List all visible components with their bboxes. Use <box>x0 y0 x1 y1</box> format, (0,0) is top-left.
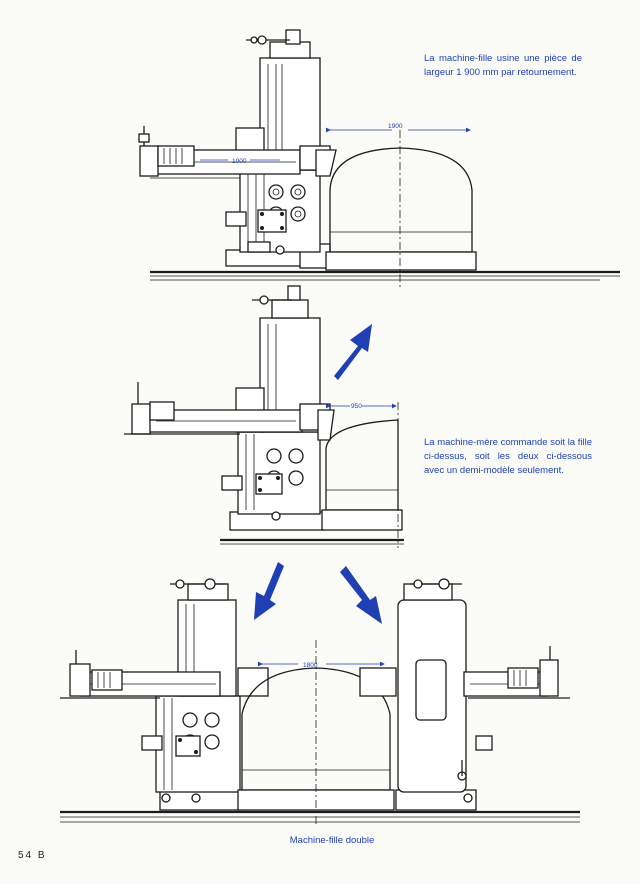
dimension-950: 950 <box>351 403 362 410</box>
blue-arrow-down-right-icon <box>340 566 382 624</box>
dimension-1800: 1800 <box>303 662 318 669</box>
figure-top-machine: 1900 1000 <box>138 29 620 290</box>
page-number: 54 B <box>18 850 47 861</box>
blue-arrow-down-left-icon <box>254 562 284 620</box>
caption-middle: La machine-mère commande soit la fille c… <box>424 437 592 476</box>
blue-arrow-up-right-icon <box>334 324 372 380</box>
dimension-1900: 1900 <box>388 123 403 130</box>
dimension-1000: 1000 <box>232 158 247 165</box>
caption-top: La machine-fille usine une pièce de larg… <box>424 53 582 78</box>
caption-bottom: Machine-fille double <box>289 835 375 846</box>
figure-bottom-double-machine: 1800 <box>60 578 580 826</box>
figure-middle-machine: 950 <box>124 285 404 548</box>
